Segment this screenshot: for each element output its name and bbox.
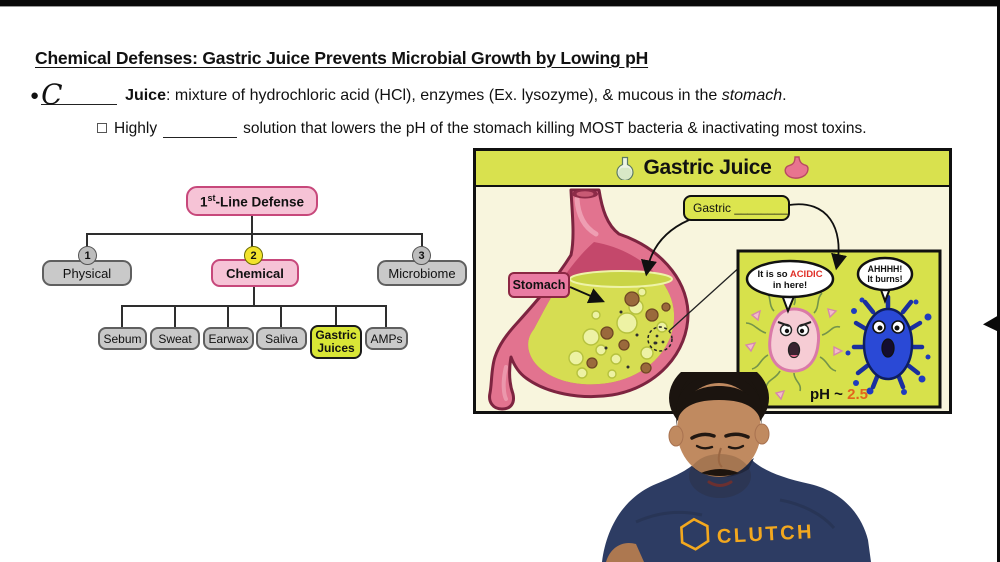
top-bar (0, 0, 1000, 7)
stomach-icon (783, 156, 809, 179)
panel-header: Gastric Juice (476, 151, 949, 187)
bullet-italic-word: stomach (721, 87, 783, 104)
root-label: -Line Defense (215, 194, 305, 210)
svg-text:CLUTCH: CLUTCH (716, 521, 814, 548)
blank-line (163, 123, 238, 138)
tree-leaf-amps: AMPs (365, 327, 408, 350)
right-edge-bar (997, 0, 1000, 562)
instructor: CLUTCH (602, 372, 871, 562)
pink-fragments (744, 308, 844, 401)
hexagon-icon (680, 517, 710, 551)
tree-line (174, 305, 176, 327)
pink-bacterium (768, 307, 821, 373)
page-title: Chemical Defenses: Gastric Juice Prevent… (35, 48, 649, 68)
arrow-to-stomach (640, 219, 690, 277)
arrow-to-closeup (788, 203, 848, 271)
blank-line: C (41, 78, 118, 111)
tree-line (421, 233, 423, 255)
mustache (701, 469, 739, 476)
bullet-period: . (782, 87, 787, 104)
tree-line (227, 305, 229, 327)
sub-bullet-prefix: Highly (114, 120, 158, 137)
sub-bullet-note: Highly solution that lowers the pH of the… (97, 120, 867, 138)
clutch-logo: CLUTCH (680, 517, 815, 551)
badge-2: 2 (244, 246, 263, 265)
tree-leaf-sebum: Sebum (98, 327, 147, 350)
tree-root-first-line-defense: 1st-Line Defense (186, 186, 318, 216)
bullet-note: ●C Juice: mixture of hydrochloric acid (H… (30, 78, 787, 111)
tree-line (280, 305, 282, 327)
tree-line (335, 305, 337, 325)
sub-bullet-body: solution that lowers the pH of the stoma… (243, 120, 867, 137)
tree-node-microbiome: Microbiome (377, 260, 467, 286)
svg-text:in here!: in here! (773, 280, 807, 291)
mouse-cursor[interactable] (983, 315, 999, 332)
blue-bacterium (851, 294, 925, 390)
svg-text:AHHHH!: AHHHH! (868, 264, 903, 274)
tree-line (87, 233, 423, 235)
magnify-callout-line (668, 264, 743, 332)
flagella (745, 282, 841, 392)
handwritten-letter: C (41, 78, 63, 111)
speech-bubble-burns: AHHHH! It burns! (856, 256, 914, 304)
shirt (602, 460, 871, 562)
tree-leaf-saliva: Saliva (256, 327, 307, 350)
ph-label: pH ~ 2.5 (810, 386, 868, 403)
tree-line (251, 233, 253, 248)
bullet-term: Juice (125, 87, 166, 104)
arm (606, 542, 644, 562)
svg-text:Gastric ________: Gastric ________ (693, 201, 788, 215)
magnify-dashed-circle (647, 326, 673, 352)
gastric-fill-in-label: Gastric ________ (683, 195, 790, 221)
gastric-juice-panel: Gastric Juice (473, 148, 952, 414)
bacteria-closeup-panel: It is so ACIDIC in here! AHHHH! It burns… (736, 249, 942, 409)
tree-leaf-sweat: Sweat (150, 327, 200, 350)
panel-illustration: Stomach (488, 188, 942, 411)
tree-leaf-earwax: Earwax (203, 327, 254, 350)
speech-bubble-acidic: It is so ACIDIC in here! (745, 259, 835, 314)
root-number: 1 (199, 194, 208, 210)
tree-leaf-gastric-juices: Gastric Juices (310, 325, 362, 359)
badge-1: 1 (78, 246, 97, 265)
tree-line (385, 305, 387, 327)
svg-text:It burns!: It burns! (867, 274, 902, 284)
blank-checkbox-icon (97, 123, 107, 133)
tree-line (121, 305, 123, 327)
bullet-icon: ● (30, 87, 40, 104)
tree-line (253, 287, 255, 305)
bullet-body: : mixture of hydrochloric acid (HCl), en… (165, 87, 722, 104)
stomach-label: Stomach (508, 272, 605, 304)
svg-text:Stomach: Stomach (513, 278, 566, 292)
panel-title: Gastric Juice (643, 156, 772, 179)
svg-text:It is so ACIDIC: It is so ACIDIC (757, 269, 822, 280)
tree-line (86, 233, 88, 255)
root-superscript: st (207, 192, 216, 203)
tree-line (251, 216, 253, 233)
blue-fragments (845, 297, 932, 395)
tree-line (122, 305, 387, 307)
flask-icon (616, 156, 635, 180)
badge-3: 3 (412, 246, 431, 265)
